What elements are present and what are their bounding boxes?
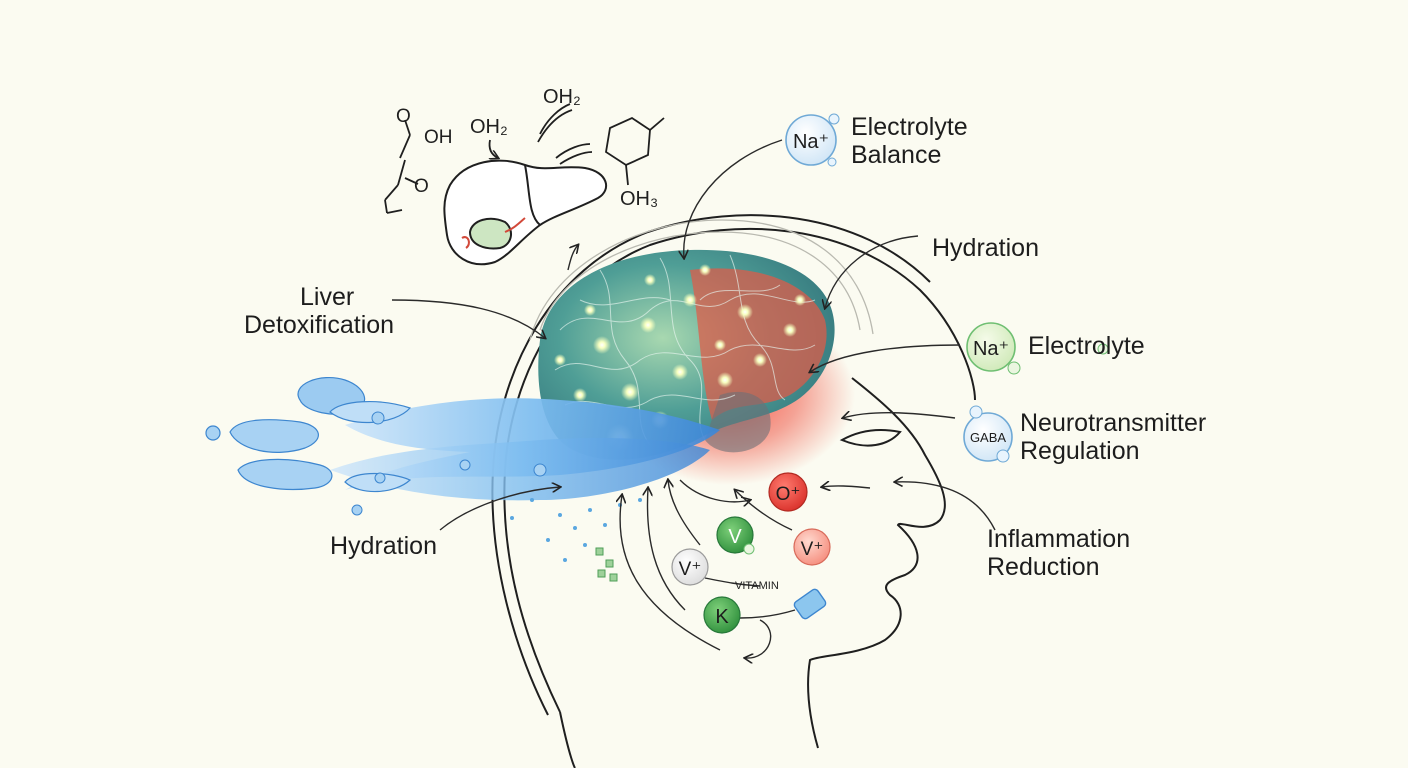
label-neurotransmitter: Neurotransmitter Regulation	[1020, 409, 1206, 465]
badge-k-text: K	[715, 606, 729, 628]
label-electrolyte-balance: Electrolyte Balance	[851, 113, 968, 169]
badge-o-plus-text: O⁺	[776, 484, 801, 505]
label-inflammation-line2: Reduction	[987, 553, 1100, 581]
badge-o-plus: O⁺	[768, 472, 808, 512]
chem-o-ring: O	[414, 176, 429, 197]
label-hydration-top: Hydration	[932, 234, 1039, 262]
label-liver-detox: Liver	[300, 283, 354, 311]
nutrient-particles	[595, 547, 618, 582]
label-electrolyte-balance-line1: Electrolyte	[851, 113, 968, 141]
badge-na-top: Na⁺	[785, 113, 840, 167]
badge-gaba: GABA	[963, 405, 1013, 463]
badge-v-plus-left: V⁺	[671, 548, 709, 586]
chemical-structure-icon	[384, 103, 665, 214]
chem-oh2-top: OH₂	[543, 86, 581, 108]
label-hydration-left: Hydration	[330, 532, 437, 560]
badge-v-plus-left-text: V⁺	[679, 559, 702, 580]
badge-k: K	[703, 596, 741, 634]
badge-na-mid-text: Na⁺	[973, 338, 1009, 360]
water-splash-icon	[205, 376, 720, 562]
vitamin-label: VITAMIN	[735, 580, 779, 592]
chem-oh3: OH₃	[620, 188, 658, 210]
label-neurotransmitter-line1: Neurotransmitter	[1020, 409, 1207, 437]
label-electrolyte-balance-line2: Balance	[851, 141, 942, 169]
label-inflammation-line1: Inflammation	[987, 525, 1131, 553]
liver-icon	[443, 159, 608, 266]
badge-na-mid: Na⁺	[966, 322, 1109, 375]
connector-lines	[391, 139, 996, 658]
badge-v: V	[716, 516, 755, 555]
label-liver-line1: Liver	[300, 283, 355, 311]
chem-oh2-left: OH₂	[470, 116, 508, 138]
vitamin-capsule-icon	[793, 588, 827, 620]
badge-na-top-text: Na⁺	[793, 131, 829, 153]
head-profile-icon	[491, 214, 976, 768]
label-liver-detox-line2: Detoxification	[244, 311, 395, 339]
chem-o-atom: O	[396, 106, 411, 127]
label-neurotransmitter-line2: Regulation	[1020, 437, 1140, 465]
badge-v-plus-right: V⁺	[793, 528, 831, 566]
label-electrolyte: Electrolyte	[1028, 332, 1145, 360]
label-inflammation: Inflammation Reduction	[987, 525, 1130, 581]
chem-oh: OH	[424, 127, 453, 148]
badge-v-plus-right-text: V⁺	[801, 539, 824, 560]
badge-gaba-text: GABA	[970, 430, 1006, 445]
badge-v-text: V	[728, 526, 742, 548]
